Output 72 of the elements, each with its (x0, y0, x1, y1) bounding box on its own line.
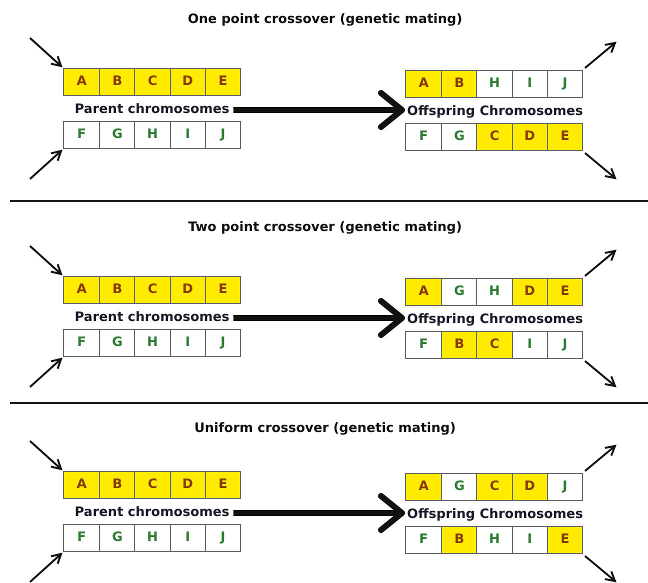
chromosome-label: Offspring Chromosomes (407, 104, 583, 120)
chromosome-label: Parent chromosomes (74, 310, 230, 326)
section-title: One point crossover (genetic mating) (188, 12, 462, 27)
gene-cell: C (476, 124, 512, 150)
gene-cell: A (406, 474, 442, 500)
gene-cell: D (512, 279, 547, 305)
section-title: Two point crossover (genetic mating) (188, 220, 462, 235)
gene-cell: B (99, 472, 134, 498)
arrow (233, 298, 406, 338)
chromosome-label: Parent chromosomes (74, 102, 230, 118)
gene-cell: C (476, 474, 512, 500)
gene-cell: E (546, 527, 582, 553)
chromosome-strip (63, 121, 241, 149)
chromosome-strip (405, 278, 583, 306)
gene-cell: B (441, 332, 476, 358)
arrow (29, 440, 62, 470)
arrow (584, 445, 616, 472)
chromosome-strip (63, 524, 241, 552)
gene-cell: G (99, 525, 134, 551)
gene-cell: D (170, 472, 205, 498)
gene-cell: E (204, 69, 240, 95)
gene-cell: E (546, 124, 582, 150)
chromosome-label: Offspring Chromosomes (407, 507, 583, 523)
chromosome-strip (63, 329, 241, 357)
arrow (584, 360, 616, 387)
gene-cell: D (512, 474, 547, 500)
arrow (29, 553, 62, 583)
gene-cell: G (441, 124, 476, 150)
chromosome-strip (405, 473, 583, 501)
gene-cell: G (441, 279, 476, 305)
gene-cell: E (204, 472, 240, 498)
chromosome-strip (63, 68, 241, 96)
chromosome-label: Offspring Chromosomes (407, 312, 583, 328)
gene-cell: C (134, 69, 170, 95)
gene-cell: A (64, 277, 100, 303)
arrow (233, 493, 406, 533)
arrow (584, 42, 616, 69)
chromosome-label: Parent chromosomes (74, 505, 230, 521)
gene-cell: D (512, 124, 547, 150)
gene-cell: D (170, 69, 205, 95)
gene-cell: A (64, 69, 100, 95)
gene-cell: G (441, 474, 476, 500)
chromosome-strip (405, 526, 583, 554)
arrow (29, 358, 62, 388)
gene-cell: D (170, 277, 205, 303)
arrow (584, 152, 616, 179)
section-title: Uniform crossover (genetic mating) (194, 421, 456, 436)
arrow (233, 90, 406, 130)
gene-cell: G (99, 330, 134, 356)
chromosome-strip (405, 70, 583, 98)
arrow (29, 245, 62, 275)
gene-cell: B (441, 71, 476, 97)
chromosome-strip (405, 123, 583, 151)
gene-cell: E (546, 279, 582, 305)
gene-cell: A (406, 279, 442, 305)
arrow (584, 555, 616, 582)
gene-cell: C (134, 472, 170, 498)
chromosome-strip (405, 331, 583, 359)
arrow (584, 250, 616, 277)
arrow (29, 37, 62, 67)
arrow (29, 150, 62, 180)
chromosome-strip (63, 471, 241, 499)
chromosome-strip (63, 276, 241, 304)
gene-cell: E (204, 277, 240, 303)
gene-cell: C (134, 277, 170, 303)
gene-cell: A (64, 472, 100, 498)
gene-cell: G (99, 122, 134, 148)
gene-cell: A (406, 71, 442, 97)
gene-cell: B (99, 277, 134, 303)
gene-cell: B (441, 527, 476, 553)
gene-cell: C (476, 332, 512, 358)
gene-cell: B (99, 69, 134, 95)
